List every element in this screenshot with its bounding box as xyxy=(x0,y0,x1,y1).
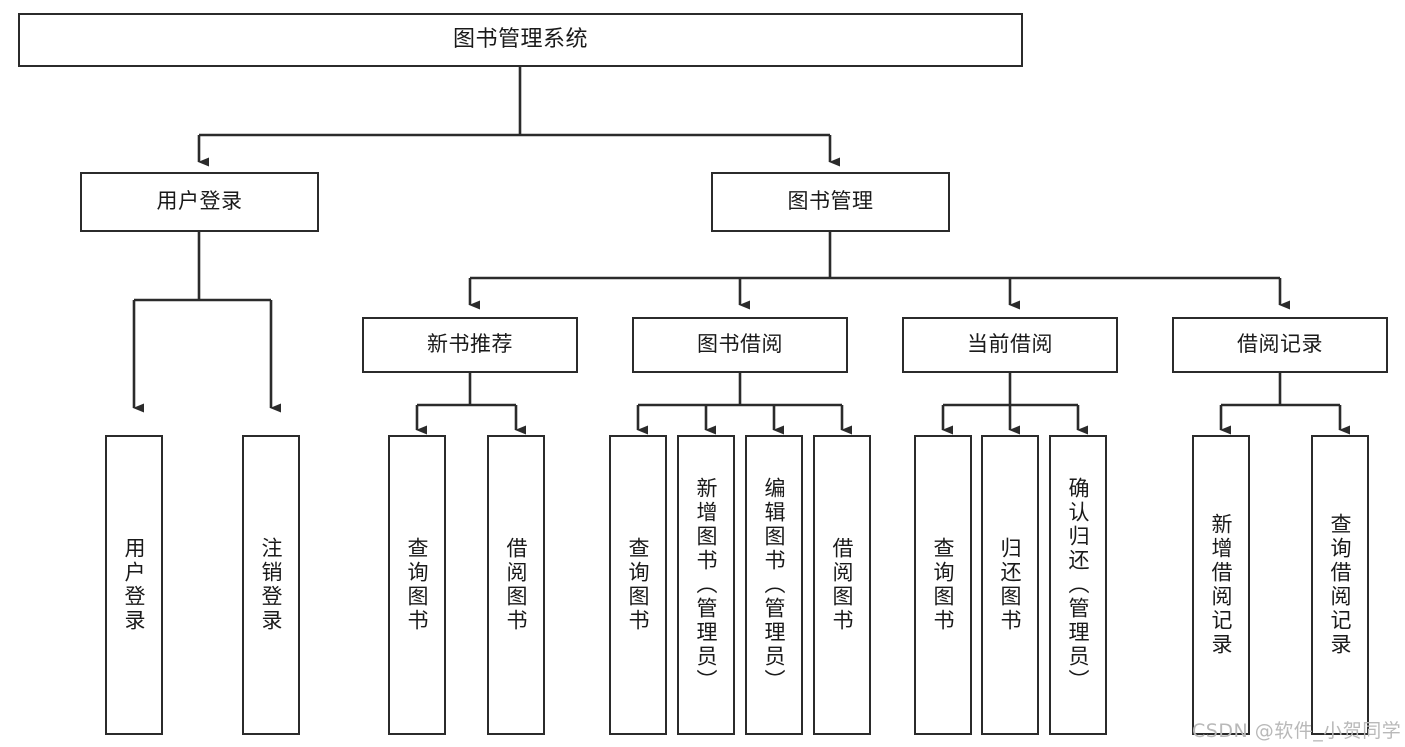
node-label: 借阅记录 xyxy=(1237,332,1323,357)
leaf-user-login-login[interactable]: 用户登录 xyxy=(105,435,163,735)
node-root-book-management-system[interactable]: 图书管理系统 xyxy=(18,13,1023,67)
leaf-book-borrow-borrow-book[interactable]: 借阅图书 xyxy=(813,435,871,735)
leaf-user-login-logout[interactable]: 注销登录 xyxy=(242,435,300,735)
node-label: 确认归还（管理员） xyxy=(1066,477,1090,693)
node-current-borrow[interactable]: 当前借阅 xyxy=(902,317,1118,373)
leaf-book-borrow-add-book-admin[interactable]: 新增图书（管理员） xyxy=(677,435,735,735)
node-label: 归还图书 xyxy=(998,537,1022,633)
node-label: 注销登录 xyxy=(259,537,283,633)
node-book-management[interactable]: 图书管理 xyxy=(711,172,950,232)
leaf-borrow-record-add-record[interactable]: 新增借阅记录 xyxy=(1192,435,1250,735)
leaf-new-book-query-book[interactable]: 查询图书 xyxy=(388,435,446,735)
node-borrow-record[interactable]: 借阅记录 xyxy=(1172,317,1388,373)
leaf-book-borrow-edit-book-admin[interactable]: 编辑图书（管理员） xyxy=(745,435,803,735)
leaf-book-borrow-query-book[interactable]: 查询图书 xyxy=(609,435,667,735)
node-label: 查询借阅记录 xyxy=(1328,513,1352,657)
node-label: 查询图书 xyxy=(405,537,429,633)
watermark-text: CSDN @软件_小贺同学 xyxy=(1192,720,1402,742)
node-label: 用户登录 xyxy=(122,537,146,633)
node-label: 图书管理 xyxy=(787,189,874,214)
node-label: 用户登录 xyxy=(156,189,243,214)
node-new-book-recommend[interactable]: 新书推荐 xyxy=(362,317,578,373)
node-book-borrow[interactable]: 图书借阅 xyxy=(632,317,848,373)
node-label: 编辑图书（管理员） xyxy=(762,477,786,693)
node-label: 新增图书（管理员） xyxy=(694,477,718,693)
node-label: 新书推荐 xyxy=(427,332,513,357)
leaf-current-borrow-query-book[interactable]: 查询图书 xyxy=(914,435,972,735)
node-label: 查询图书 xyxy=(931,537,955,633)
node-label: 图书管理系统 xyxy=(452,26,588,52)
node-label: 当前借阅 xyxy=(967,332,1053,357)
leaf-new-book-borrow-book[interactable]: 借阅图书 xyxy=(487,435,545,735)
node-label: 查询图书 xyxy=(626,537,650,633)
node-label: 借阅图书 xyxy=(504,537,528,633)
leaf-current-borrow-return-book[interactable]: 归还图书 xyxy=(981,435,1039,735)
node-user-login[interactable]: 用户登录 xyxy=(80,172,319,232)
leaf-borrow-record-query-record[interactable]: 查询借阅记录 xyxy=(1311,435,1369,735)
leaf-current-borrow-confirm-return-admin[interactable]: 确认归还（管理员） xyxy=(1049,435,1107,735)
node-label: 图书借阅 xyxy=(697,332,783,357)
csdn-watermark: CSDN @软件_小贺同学 xyxy=(1192,716,1401,743)
node-label: 借阅图书 xyxy=(830,537,854,633)
node-label: 新增借阅记录 xyxy=(1209,513,1233,657)
